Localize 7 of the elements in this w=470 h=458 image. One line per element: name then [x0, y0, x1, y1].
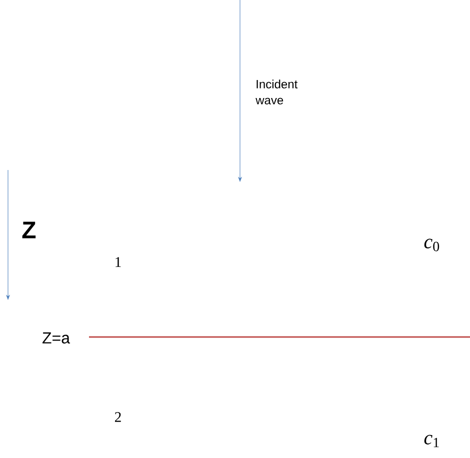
- axis-label: Z: [22, 222, 36, 238]
- region-number: 2: [114, 412, 121, 422]
- medium-label: c$_{0}$: [424, 238, 440, 252]
- interface-label: Z=a: [42, 332, 70, 344]
- region-number: 1: [116, 257, 121, 267]
- medium-label: c$_{1}$: [424, 434, 439, 448]
- annotation-text: Incident wave: [256, 80, 298, 104]
